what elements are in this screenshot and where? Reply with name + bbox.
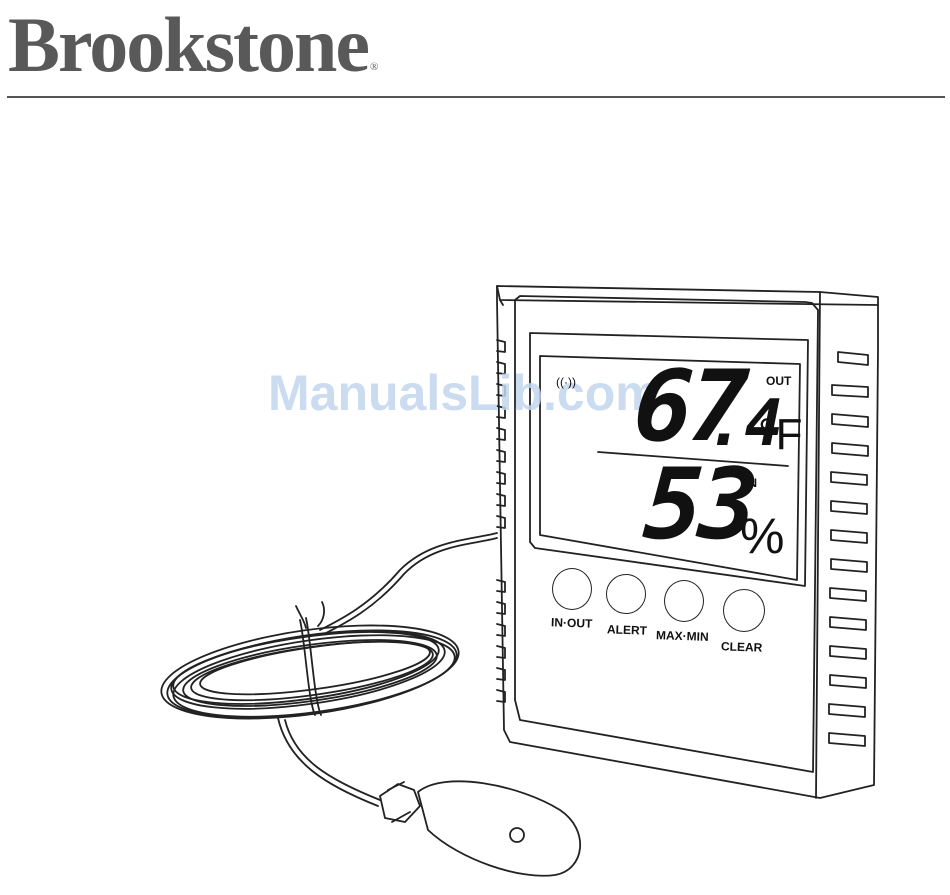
watermark-text: ManualsLib.com [268, 363, 660, 423]
clear-button [723, 589, 765, 632]
in-out-button [552, 568, 592, 610]
temperature-unit: °F [758, 410, 802, 460]
alert-button [606, 574, 646, 614]
in-out-label: IN·OUT [551, 615, 593, 630]
max-min-label: MAX·MIN [656, 628, 709, 644]
cable-coil [156, 602, 465, 734]
probe-sensor [380, 781, 580, 875]
clear-label: CLEAR [721, 639, 763, 654]
signal-indicator: ((·)) [556, 375, 576, 389]
alert-label: ALERT [607, 622, 647, 637]
humidity-unit: % [740, 508, 784, 564]
probe-cable [320, 533, 497, 630]
max-min-button [664, 580, 704, 622]
